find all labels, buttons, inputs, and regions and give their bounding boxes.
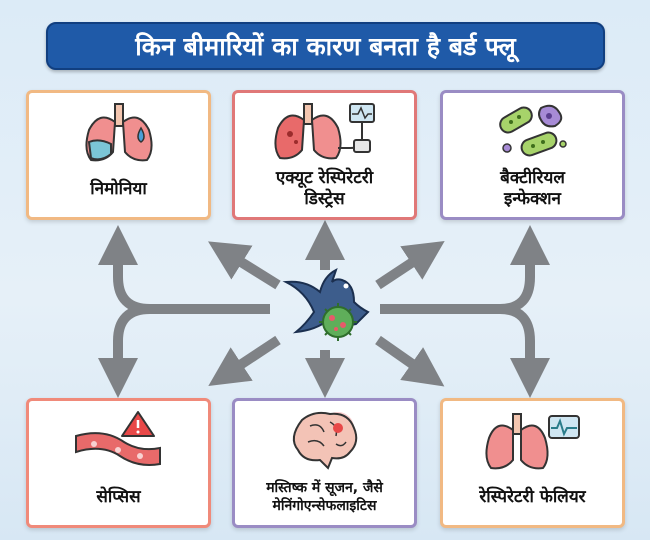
- arrow-left-bracket: [98, 225, 270, 314]
- lungs-icon: [79, 99, 159, 167]
- lungs-heart-monitor-icon: [483, 407, 583, 475]
- page-title: किन बीमारियों का कारण बनता है बर्ड फ्लू: [46, 22, 605, 70]
- card-pneumonia: निमोनिया: [26, 90, 211, 220]
- arrow-to-bacterial: [375, 240, 445, 290]
- arrow-to-respfail: [375, 335, 445, 387]
- card-label: सेप्सिस: [96, 486, 141, 507]
- card-brain: मस्तिष्क में सूजन, जैसे मेनिंगोएन्सेफलाइ…: [232, 398, 417, 528]
- card-bacterial: बैक्टीरियल इन्फेक्शन: [440, 90, 625, 220]
- card-label: रेस्पिरेटरी फेलियर: [479, 486, 586, 507]
- arrow-to-pneumonia: [208, 241, 281, 290]
- arrow-right-bracket: [380, 225, 550, 314]
- lungs-monitor-icon: [270, 99, 380, 167]
- card-label: एक्यूट रेस्पिरेटरी डिस्ट्रेस: [275, 168, 374, 209]
- card-label: बैक्टीरियल इन्फेक्शन: [500, 168, 565, 209]
- card-ards: एक्यूट रेस्पिरेटरी डिस्ट्रेस: [232, 90, 417, 220]
- arrow-to-sepsis: [208, 335, 281, 387]
- card-label: मस्तिष्क में सूजन, जैसे मेनिंगोएन्सेफलाइ…: [266, 480, 383, 514]
- bacteria-icon: [493, 99, 573, 167]
- card-label: निमोनिया: [90, 178, 147, 199]
- card-sepsis: सेप्सिस: [26, 398, 211, 528]
- virus-icon: [319, 303, 357, 341]
- blood-vessel-warning-icon: [74, 407, 164, 475]
- brain-icon: [280, 407, 370, 475]
- bird-virus-icon: [282, 268, 370, 341]
- card-respfail: रेस्पिरेटरी फेलियर: [440, 398, 625, 528]
